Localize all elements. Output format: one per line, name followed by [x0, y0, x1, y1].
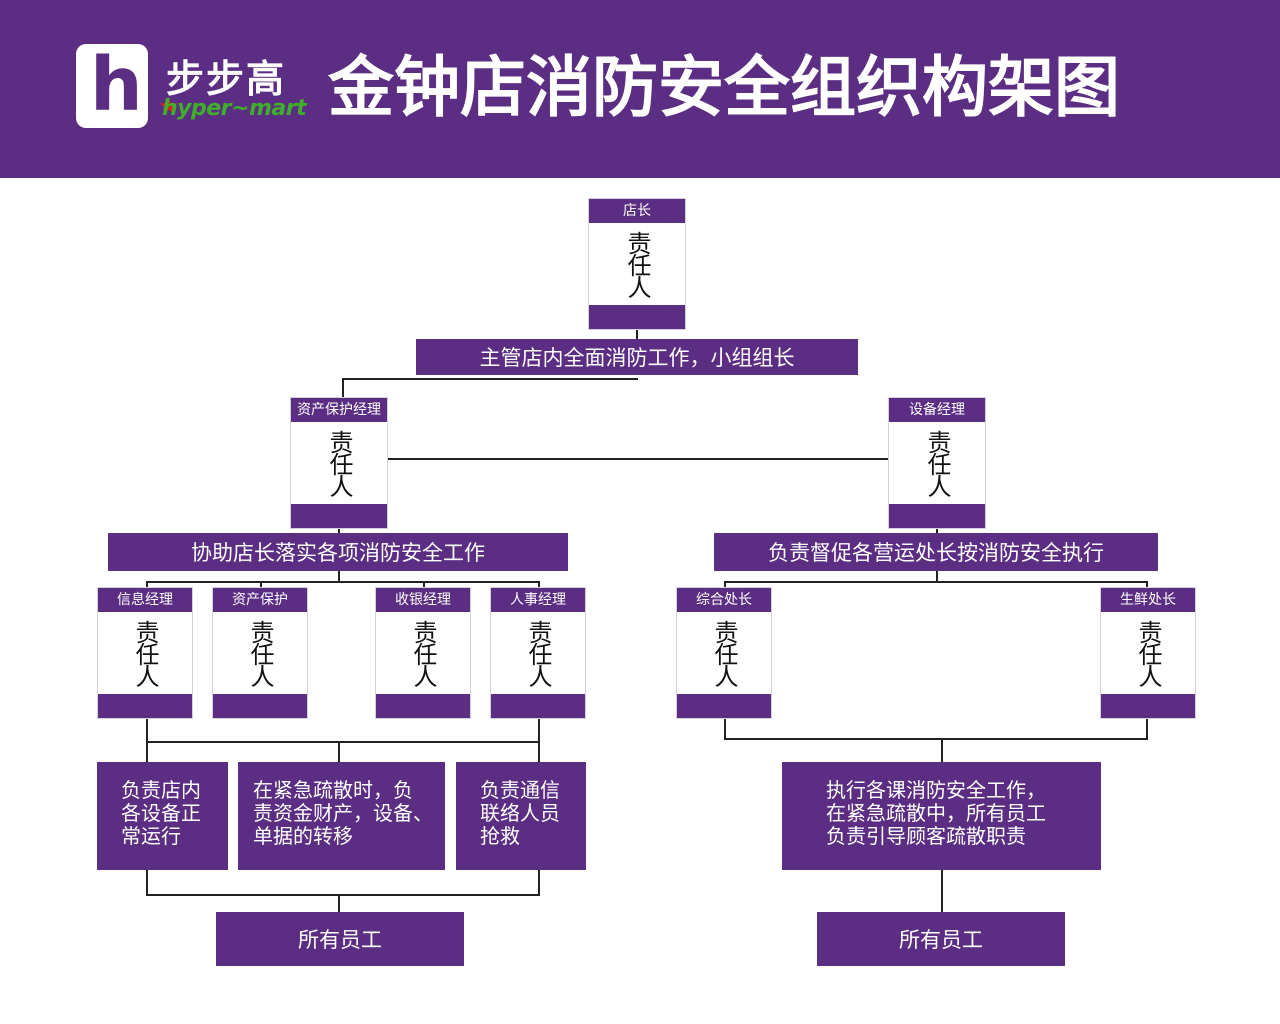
connector — [1146, 581, 1148, 589]
connector — [538, 581, 540, 589]
responsible-person-text: 责任人 — [409, 620, 437, 686]
connector — [941, 738, 943, 762]
connector — [342, 378, 638, 380]
connector — [146, 741, 540, 743]
responsible-person-text: 责任人 — [1134, 620, 1162, 686]
store-manager-duty: 主管店内全面消防工作，小组组长 — [416, 339, 858, 375]
equipment-manager-duty: 负责督促各营运处长按消防安全执行 — [714, 533, 1158, 571]
responsible-person-text: 责任人 — [524, 620, 552, 686]
connector — [423, 581, 425, 589]
card-title: 设备经理 — [889, 398, 985, 422]
card-body: 责任人 — [677, 612, 771, 694]
header-banner: h ★ 步步高 hyper~mart 金钟店消防安全组织构架图 — [0, 0, 1280, 178]
responsible-person-text: 责任人 — [246, 620, 274, 686]
card-footer — [213, 694, 307, 718]
connector — [388, 458, 888, 460]
store-manager-card: 店长 责任人 — [588, 198, 686, 330]
task-box: 执行各课消防安全工作， 在紧急疏散中，所有员工 负责引导顾客疏散职责 — [782, 762, 1101, 870]
connector — [146, 870, 148, 895]
connector — [941, 870, 943, 912]
connector — [724, 581, 1148, 583]
card-title: 资产保护 — [213, 588, 307, 612]
card-footer — [677, 694, 771, 718]
task-box: 负责店内 各设备正 常运行 — [97, 762, 228, 870]
connector — [724, 738, 1148, 740]
card-footer — [376, 694, 470, 718]
role-card: 收银经理 责任人 — [375, 587, 471, 719]
connector — [146, 894, 540, 896]
connector — [724, 718, 726, 739]
card-footer — [491, 694, 585, 718]
role-card: 人事经理 责任人 — [490, 587, 586, 719]
card-footer — [589, 305, 685, 329]
connector — [338, 528, 340, 536]
role-card: 生鲜处长 责任人 — [1100, 587, 1196, 719]
connector — [936, 528, 938, 536]
star-icon: ★ — [158, 92, 180, 120]
asset-manager-card: 资产保护经理 责任人 — [290, 397, 388, 529]
page-title: 金钟店消防安全组织构架图 — [328, 49, 1120, 126]
card-title: 生鲜处长 — [1101, 588, 1195, 612]
card-body: 责任人 — [491, 612, 585, 694]
card-title: 信息经理 — [98, 588, 192, 612]
connector — [342, 378, 344, 398]
all-staff-box: 所有员工 — [216, 912, 464, 966]
connector — [338, 570, 340, 582]
equipment-manager-card: 设备经理 责任人 — [888, 397, 986, 529]
connector — [146, 581, 540, 583]
task-box: 负责通信 联络人员 抢救 — [456, 762, 586, 870]
card-body: 责任人 — [291, 422, 387, 504]
card-title: 收银经理 — [376, 588, 470, 612]
card-footer — [291, 504, 387, 528]
card-footer — [98, 694, 192, 718]
connector — [538, 870, 540, 895]
connector — [146, 718, 148, 742]
responsible-person-text: 责任人 — [923, 430, 951, 496]
role-card: 资产保护 责任人 — [212, 587, 308, 719]
connector — [146, 581, 148, 589]
connector — [724, 581, 726, 589]
brand-name-en: hyper~mart — [162, 96, 307, 121]
card-title: 综合处长 — [677, 588, 771, 612]
card-footer — [1101, 694, 1195, 718]
connector — [338, 894, 340, 912]
all-staff-box: 所有员工 — [817, 912, 1065, 966]
responsible-person-text: 责任人 — [325, 430, 353, 496]
card-body: 责任人 — [1101, 612, 1195, 694]
responsible-person-text: 责任人 — [710, 620, 738, 686]
card-body: 责任人 — [213, 612, 307, 694]
responsible-person-text: 责任人 — [131, 620, 159, 686]
task-box: 在紧急疏散时，负 责资金财产，设备、 单据的转移 — [238, 762, 445, 870]
connector — [936, 570, 938, 582]
connector — [338, 741, 340, 762]
brand-logo: h ★ — [76, 42, 180, 128]
connector — [636, 330, 638, 340]
logo-letter: h — [90, 42, 143, 128]
connector — [1146, 718, 1148, 739]
connector — [146, 741, 148, 762]
card-body: 责任人 — [889, 422, 985, 504]
card-title: 人事经理 — [491, 588, 585, 612]
card-body: 责任人 — [98, 612, 192, 694]
connector — [260, 581, 262, 589]
card-body: 责任人 — [376, 612, 470, 694]
role-card: 信息经理 责任人 — [97, 587, 193, 719]
card-title: 资产保护经理 — [291, 398, 387, 422]
card-footer — [889, 504, 985, 528]
card-title: 店长 — [589, 199, 685, 223]
brand-name-cn: 步步高 — [166, 57, 287, 101]
connector — [538, 718, 540, 742]
responsible-person-text: 责任人 — [623, 231, 651, 297]
connector — [538, 741, 540, 762]
role-card: 综合处长 责任人 — [676, 587, 772, 719]
card-body: 责任人 — [589, 223, 685, 305]
asset-manager-duty: 协助店长落实各项消防安全工作 — [108, 533, 568, 571]
